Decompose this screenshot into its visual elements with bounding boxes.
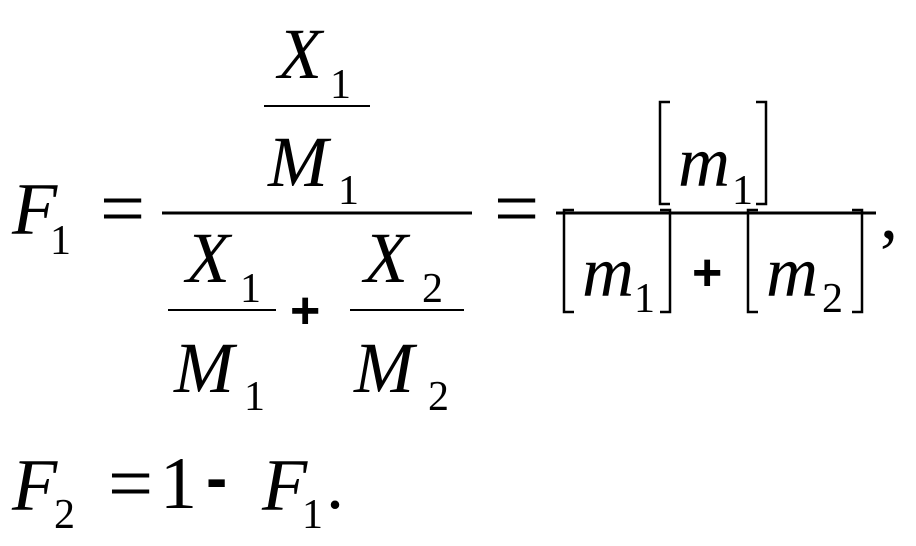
m2-symbol: M xyxy=(353,328,418,408)
comma: , xyxy=(880,174,898,254)
minus-sign: - xyxy=(206,442,227,514)
left-bracket xyxy=(562,208,574,314)
equation-2: F 2 = 1 - F 1 . xyxy=(11,440,344,538)
m1-subscript: 1 xyxy=(732,168,753,214)
plus-sign: + xyxy=(692,244,722,302)
f1-lhs: F 1 xyxy=(11,169,71,264)
m1-symbol: m xyxy=(678,122,730,202)
x1-symbol: X xyxy=(183,218,233,298)
x2-symbol: X xyxy=(361,218,411,298)
period: . xyxy=(326,444,344,524)
f1-symbol: F xyxy=(261,445,308,527)
right-bracket xyxy=(852,208,864,314)
equals-sign-3: = xyxy=(108,440,153,528)
concentration-fraction-denominator: m 1 + m 2 xyxy=(562,208,864,322)
number-one: 1 xyxy=(160,443,197,525)
left-bracket xyxy=(746,208,758,314)
concentration-fraction-numerator: m 1 xyxy=(658,100,768,214)
m1-subscript: 1 xyxy=(244,374,265,420)
f2-subscript: 2 xyxy=(54,492,75,538)
left-bracket xyxy=(658,100,670,206)
x1-subscript: 1 xyxy=(240,266,261,312)
equals-sign-2: = xyxy=(494,165,539,253)
m2-subscript: 2 xyxy=(822,276,843,322)
m1-symbol: M xyxy=(173,328,238,408)
m2-symbol: m xyxy=(766,232,818,312)
m1-symbol: M xyxy=(267,122,332,202)
x1-symbol: X xyxy=(275,14,325,94)
big-fraction-numerator: X 1 M 1 xyxy=(264,14,370,214)
f2-symbol: F xyxy=(11,445,58,527)
x2-subscript: 2 xyxy=(422,266,443,312)
m2-subscript: 2 xyxy=(428,374,449,420)
equals-sign-1: = xyxy=(100,165,145,253)
f1-subscript: 1 xyxy=(302,492,323,538)
plus-sign: + xyxy=(290,282,320,340)
f1-symbol: F xyxy=(11,169,58,251)
right-bracket xyxy=(756,100,768,206)
f1-subscript: 1 xyxy=(50,218,71,264)
equation-1: F 1 = X 1 M 1 X 1 M 1 + X 2 xyxy=(11,14,898,420)
right-bracket xyxy=(660,208,672,314)
m1-subscript: 1 xyxy=(634,276,655,322)
m1-symbol: m xyxy=(582,232,634,312)
m1-subscript: 1 xyxy=(338,168,359,214)
x1-subscript: 1 xyxy=(330,62,351,108)
big-fraction-denominator: X 1 M 1 + X 2 M 2 xyxy=(168,218,464,420)
